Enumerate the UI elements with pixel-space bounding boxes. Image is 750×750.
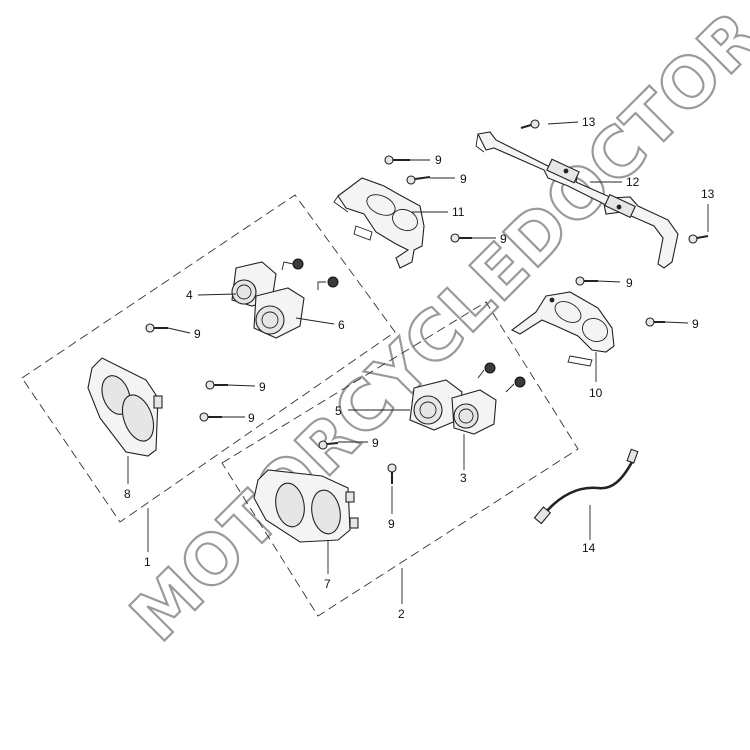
projector-lamp-6-part [253, 276, 339, 339]
screw-icon [205, 380, 228, 390]
screw-icon [318, 440, 339, 450]
callout-13: 13 [701, 187, 715, 201]
watermark: MOTORCYCLEDOCTOR [115, 0, 750, 658]
callout-3: 3 [460, 471, 467, 485]
callout-6: 6 [338, 318, 345, 332]
callout-9: 9 [372, 436, 379, 450]
callout-9: 9 [435, 153, 442, 167]
callout-1: 1 [144, 555, 151, 569]
callout-13: 13 [582, 115, 596, 129]
upper-bracket-part [333, 177, 425, 269]
screw-icon [688, 234, 709, 244]
assembly-2-outline [221, 301, 579, 617]
leader-lines [127, 121, 709, 604]
screw-icon [520, 119, 540, 129]
callout-14: 14 [582, 541, 596, 555]
screw-icon [384, 155, 410, 165]
screws [145, 119, 709, 484]
callout-4: 4 [186, 288, 193, 302]
callout-9: 9 [460, 172, 467, 186]
assembly-1-outline [21, 194, 396, 523]
callout-10: 10 [589, 386, 603, 400]
callout-7: 7 [324, 577, 331, 591]
bracket-bar-part [475, 131, 679, 269]
screw-icon [145, 323, 168, 333]
screw-icon [645, 317, 665, 327]
projector-lamp-5-part [409, 362, 496, 431]
screw-icon [387, 463, 397, 484]
callout-9: 9 [248, 411, 255, 425]
screw-icon [575, 276, 598, 286]
headlight-housing-8-part [87, 357, 163, 457]
headlight-housing-7-part [253, 469, 359, 543]
screw-icon [406, 175, 431, 185]
callouts: 9 9 11 9 13 12 13 9 9 10 9 4 6 9 9 5 9 3… [124, 115, 715, 621]
callout-9: 9 [194, 327, 201, 341]
screw-icon [450, 233, 472, 243]
callout-8: 8 [124, 487, 131, 501]
callout-9: 9 [692, 317, 699, 331]
callout-2: 2 [398, 607, 405, 621]
callout-12: 12 [626, 175, 640, 189]
callout-9: 9 [500, 232, 507, 246]
callout-9: 9 [388, 517, 395, 531]
projector-lamp-3-part [451, 376, 526, 435]
screw-icon [199, 412, 222, 422]
lower-bracket-part [510, 291, 615, 367]
callout-9: 9 [259, 380, 266, 394]
watermark-text: MOTORCYCLEDOCTOR [116, 0, 750, 657]
callout-11: 11 [452, 205, 465, 219]
callout-5: 5 [335, 404, 342, 418]
wiring-harness-part [533, 448, 639, 525]
callout-9: 9 [626, 276, 633, 290]
